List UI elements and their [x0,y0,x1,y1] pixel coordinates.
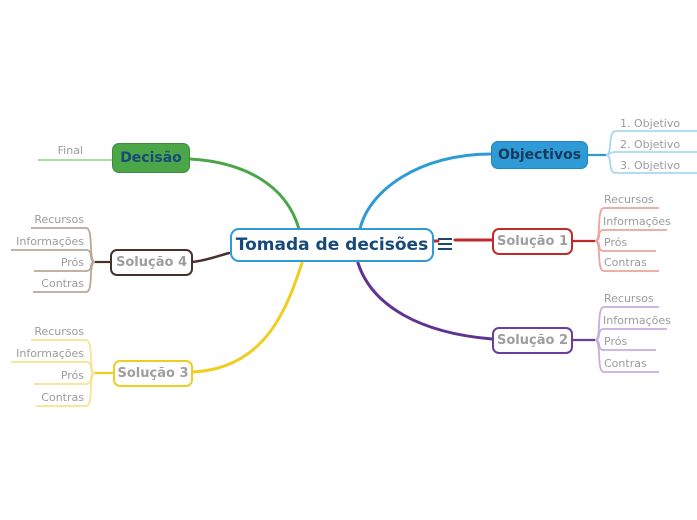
root-topic[interactable]: Tomada de decisões [230,228,434,262]
topic-decisao-label: Decisão [120,150,182,166]
leaf-s3-pros[interactable]: Prós [60,369,84,382]
topic-objectivos[interactable]: Objectivos [491,141,588,169]
branch-line-solucao2 [356,261,494,341]
topic-solucao-4[interactable]: Solução 4 [110,249,193,276]
child-line-objetivo3 [605,154,697,174]
child-line-s3-contras [36,372,96,407]
topic-decisao[interactable]: Decisão [112,143,190,173]
child-line-objetivo2 [605,151,697,156]
leaf-s2-informacoes[interactable]: Informações [603,314,671,327]
root-topic-label: Tomada de decisões [235,235,429,255]
topic-solucao-2-label: Solução 2 [497,333,568,348]
topic-solucao-4-label: Solução 4 [116,255,187,270]
topic-objectivos-label: Objectivos [497,147,582,163]
leaf-s4-informacoes[interactable]: Informações [16,235,84,248]
leaf-s1-contras[interactable]: Contras [604,256,647,269]
branch-line-solucao4 [190,251,231,264]
topic-solucao-3[interactable]: Solução 3 [113,360,193,387]
branch-line-solucao3 [191,261,304,374]
child-line-s4-contras [33,261,96,293]
topic-solucao-1[interactable]: Solução 1 [492,228,573,255]
leaf-s4-contras[interactable]: Contras [41,277,84,290]
leaf-s4-recursos[interactable]: Recursos [34,213,84,226]
branch-line-objectivos [358,152,493,231]
leaf-s2-recursos[interactable]: Recursos [604,292,654,305]
topic-solucao-1-label: Solução 1 [497,234,568,249]
leaf-s1-informacoes[interactable]: Informações [603,215,671,228]
leaf-s3-informacoes[interactable]: Informações [16,347,84,360]
topic-solucao-3-label: Solução 3 [117,366,189,381]
child-line-s2-contras [594,339,659,373]
leaf-objetivo-1[interactable]: 1. Objetivo [620,117,681,130]
leaf-s4-pros[interactable]: Prós [60,256,84,269]
child-line-s1-contras [594,240,659,272]
branch-line-solucao1 [431,238,494,243]
leaf-s1-pros[interactable]: Prós [604,236,628,249]
leaf-objetivo-3[interactable]: 3. Objetivo [620,159,681,172]
leaf-final[interactable]: Final [57,144,83,157]
leaf-s2-pros[interactable]: Prós [604,335,628,348]
topic-solucao-2[interactable]: Solução 2 [492,327,573,354]
leaf-objetivo-2[interactable]: 2. Objetivo [620,138,681,151]
branch-line-decisao [188,157,301,231]
leaf-s1-recursos[interactable]: Recursos [604,193,654,206]
notes-icon[interactable] [438,238,452,250]
leaf-s3-contras[interactable]: Contras [41,391,84,404]
leaf-s2-contras[interactable]: Contras [604,357,647,370]
leaf-s3-recursos[interactable]: Recursos [34,325,84,338]
